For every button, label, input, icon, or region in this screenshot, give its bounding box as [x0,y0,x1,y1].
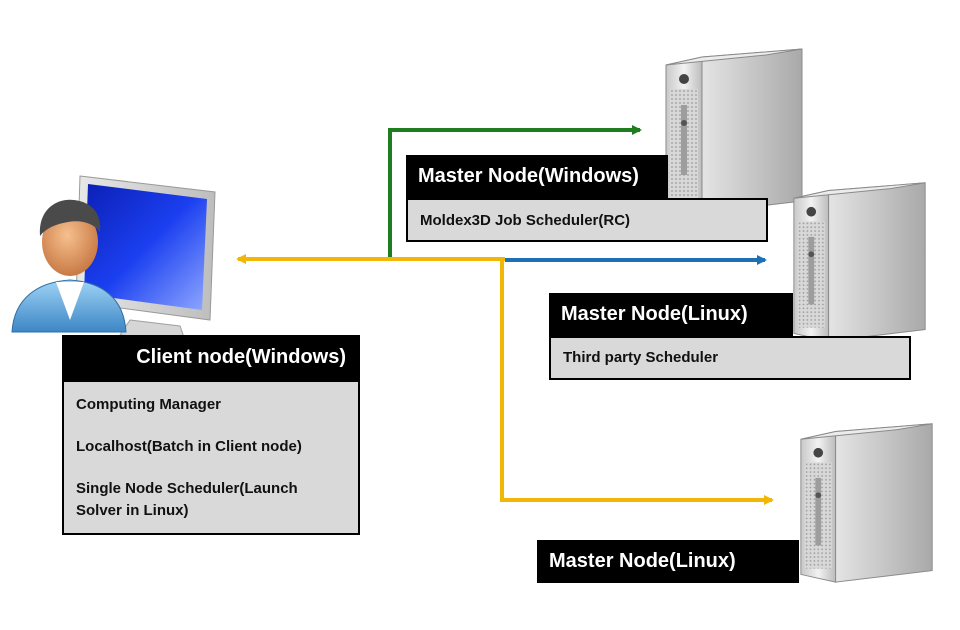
client-node-title: Client node(Windows) [62,335,360,380]
link-to-master-linux-2 [500,259,774,505]
client-item-single-node-scheduler: Single Node Scheduler(Launch Solver in L… [62,468,360,535]
server-icon [665,48,803,214]
master-windows-item: Moldex3D Job Scheduler(RC) [406,198,768,242]
master-linux-1-title: Master Node(Linux) [549,293,793,336]
master-linux-2-title: Master Node(Linux) [537,540,799,583]
user-icon [11,199,127,333]
link-to-master-windows [388,125,642,258]
monitor-icon [75,175,216,341]
master-windows-title: Master Node(Windows) [406,155,668,198]
master-linux-1-item: Third party Scheduler [549,336,911,380]
client-item-computing-manager: Computing Manager [62,380,360,426]
server-icon [793,182,926,342]
client-computer-icon [11,175,216,341]
client-item-localhost: Localhost(Batch in Client node) [62,424,360,470]
server-icon [800,423,933,583]
